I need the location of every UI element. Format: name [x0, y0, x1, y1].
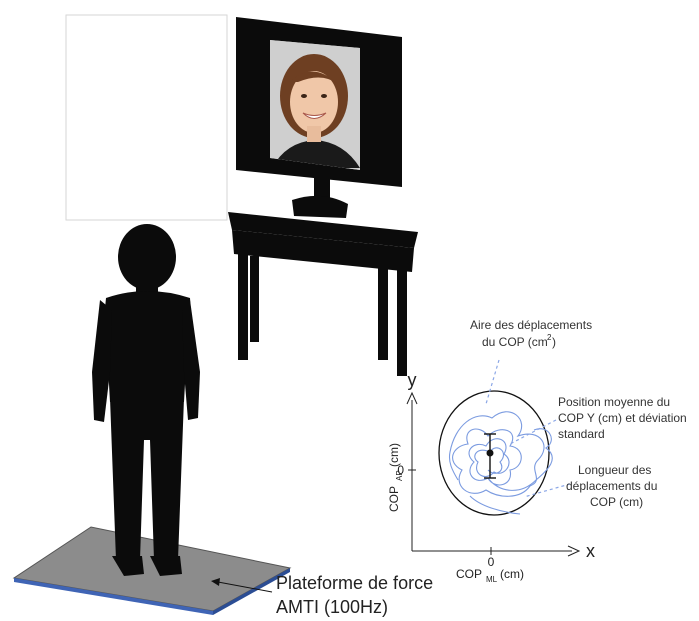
platform-arrow: [211, 578, 273, 593]
cop-trace: [448, 411, 553, 515]
svg-text:(cm): (cm): [387, 443, 401, 467]
mean-position-marker: [484, 433, 496, 479]
zero-x-label: 0: [488, 555, 495, 569]
force-platform: [12, 526, 292, 615]
length-note-line1: Longueur des: [578, 463, 651, 477]
mean-note-line3: standard: [558, 427, 605, 441]
svg-text:2: 2: [547, 333, 552, 342]
svg-text:du COP (cm: du COP (cm: [482, 335, 548, 349]
svg-text:COP: COP: [456, 567, 482, 581]
length-note-line3: COP (cm): [590, 495, 643, 509]
cop-area-ellipse: [438, 390, 550, 516]
svg-text:(cm): (cm): [500, 567, 524, 581]
platform-label-line1: Plateforme de force: [276, 573, 433, 593]
mean-note-line2: COP Y (cm) et déviation: [558, 411, 687, 425]
y-axis-label: y: [408, 370, 417, 390]
blank-panel: [65, 14, 228, 221]
svg-text:ML: ML: [486, 575, 498, 584]
platform-label-line2: AMTI (100Hz): [276, 597, 388, 617]
cop-ap-label: COP AP (cm): [387, 443, 404, 512]
area-note-line2: du COP (cm 2 ): [482, 333, 556, 349]
cop-ml-label: COP ML (cm): [456, 567, 524, 584]
svg-text:COP: COP: [387, 486, 401, 512]
area-note-line1: Aire des déplacements: [470, 318, 592, 332]
x-axis-label: x: [586, 541, 595, 561]
smiling-face-photo: [270, 40, 360, 170]
svg-text:AP: AP: [395, 470, 404, 481]
table-icon: [228, 212, 418, 376]
mean-note-line1: Position moyenne du: [558, 395, 670, 409]
zero-y-label: 0: [397, 463, 404, 477]
cop-axes: [406, 391, 581, 557]
leader-lines: [485, 359, 571, 498]
svg-text:): ): [552, 335, 556, 349]
length-note-line2: déplacements du: [566, 479, 657, 493]
child-silhouette-icon: [92, 224, 200, 576]
